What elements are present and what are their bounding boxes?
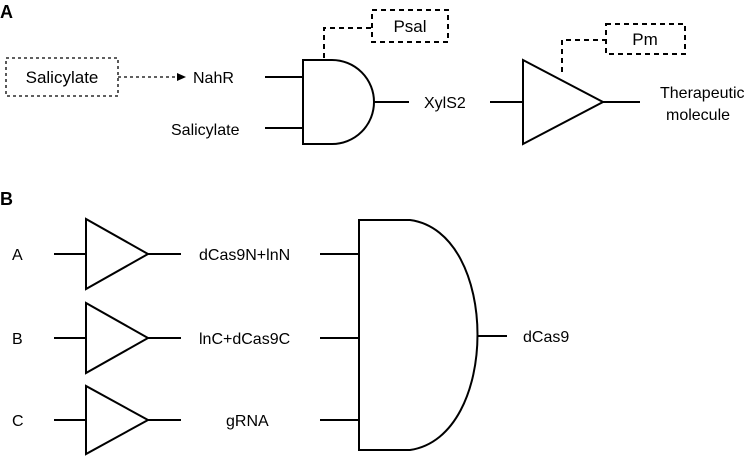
and-gate-b <box>358 219 479 451</box>
input-b-label: B <box>12 331 23 348</box>
buffer-gate-row-b <box>85 301 151 375</box>
dcas9n-label: dCas9N+lnN <box>199 247 290 264</box>
therapeutic-label-line1: Therapeutic <box>660 85 745 102</box>
pm-box <box>605 23 686 55</box>
psal-connector <box>323 27 372 58</box>
therapeutic-label-line2: molecule <box>666 107 730 124</box>
pm-connector <box>561 39 606 72</box>
psal-box <box>371 9 449 43</box>
and-gate-a <box>302 59 375 145</box>
buffer-gate-row-c <box>85 384 151 456</box>
buffer-gate-a <box>522 58 606 146</box>
buffer-gate-row-a <box>85 217 151 291</box>
panel-b-label: B <box>0 189 13 209</box>
salicylate-arrowhead <box>177 73 186 81</box>
salicylate-label: Salicylate <box>171 122 240 139</box>
panel-a-label: A <box>0 2 13 22</box>
nahr-label: NahR <box>193 70 234 87</box>
salicylate-input-label: Salicylate <box>26 68 99 87</box>
dcas9-label: dCas9 <box>523 329 569 346</box>
psal-label: Psal <box>393 17 426 36</box>
dcas9c-label: lnC+dCas9C <box>199 331 290 348</box>
salicylate-input-box <box>5 57 119 97</box>
grna-label: gRNA <box>226 413 269 430</box>
xyls2-label: XylS2 <box>424 95 466 112</box>
input-a-label: A <box>12 247 23 264</box>
input-c-label: C <box>12 413 24 430</box>
pm-label: Pm <box>632 30 658 49</box>
